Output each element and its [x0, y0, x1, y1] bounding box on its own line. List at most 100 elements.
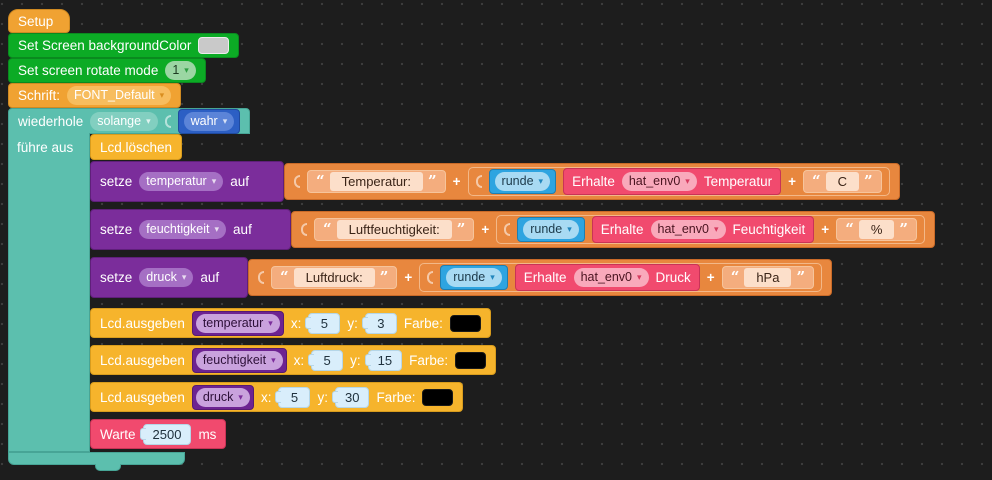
- sensor-read-block[interactable]: Erhalte hat_env0 Druck: [514, 264, 700, 291]
- concat-expression-feuchtigkeit[interactable]: “ Luftfeuchtigkeit: ” + runde Erhalte ha…: [291, 211, 936, 248]
- concat-subexpression[interactable]: runde Erhalte hat_env0 Druck + “ hPa ”: [419, 263, 823, 292]
- string-block[interactable]: “ Luftdruck: ”: [271, 266, 398, 289]
- repeat-while-block[interactable]: wiederhole solange wahr: [8, 108, 251, 134]
- lcd-print-block-druck[interactable]: Lcd.ausgeben druck x: 5 y: 30 Farbe:: [90, 382, 464, 412]
- lcd-clear-block[interactable]: Lcd.löschen: [90, 134, 183, 160]
- plus-operator: +: [404, 270, 413, 285]
- boolean-dropdown[interactable]: wahr: [183, 111, 235, 131]
- background-color-swatch[interactable]: [198, 37, 230, 54]
- variable-dropdown[interactable]: temperatur: [139, 172, 224, 191]
- dropdown-arrow-icon: [146, 114, 151, 129]
- lcd-print-block-temperatur[interactable]: Lcd.ausgeben temperatur x: 5 y: 3 Farbe:: [90, 308, 491, 338]
- wait-block[interactable]: Warte 2500 ms: [90, 419, 227, 449]
- concat-subexpression[interactable]: runde Erhalte hat_env0 Temperatur + “ C …: [467, 167, 890, 196]
- unit-string-block[interactable]: “ C ”: [802, 170, 882, 193]
- repeat-mode-dropdown[interactable]: solange: [90, 111, 158, 131]
- connector-icon: [475, 175, 482, 188]
- x-value-field[interactable]: 5: [311, 349, 344, 371]
- set-variable-block-druck[interactable]: setze druck auf: [90, 257, 248, 298]
- dropdown-arrow-icon: [685, 174, 690, 189]
- string-value[interactable]: Luftdruck:: [293, 268, 375, 287]
- loop-body-spine[interactable]: [8, 133, 90, 452]
- variable-chip[interactable]: temperatur: [191, 310, 284, 336]
- connector-icon: [427, 271, 434, 284]
- variable-chip[interactable]: feuchtigkeit: [191, 347, 287, 373]
- variable-name: druck: [146, 270, 177, 284]
- round-block[interactable]: runde: [488, 169, 557, 194]
- text-color-swatch[interactable]: [422, 388, 454, 406]
- boolean-value: wahr: [190, 113, 218, 128]
- variable-dropdown[interactable]: feuchtigkeit: [195, 350, 283, 370]
- set-rotate-mode-block[interactable]: Set screen rotate mode 1: [8, 58, 206, 83]
- quote-open-icon: “: [811, 172, 821, 190]
- concat-subexpression[interactable]: runde Erhalte hat_env0 Feuchtigkeit + “ …: [496, 215, 926, 244]
- quote-close-icon: ”: [456, 220, 466, 238]
- unit-value[interactable]: %: [858, 220, 895, 239]
- y-value-field[interactable]: 3: [364, 312, 397, 334]
- erhalte-label: Erhalte: [600, 222, 644, 237]
- rotate-mode-label: Set screen rotate mode: [18, 63, 159, 78]
- variable-dropdown[interactable]: temperatur: [195, 313, 280, 333]
- set-variable-block-temperatur[interactable]: setze temperatur auf: [90, 161, 284, 202]
- color-label: Farbe:: [403, 315, 443, 331]
- string-value[interactable]: Luftfeuchtigkeit:: [336, 220, 452, 239]
- string-block[interactable]: “ Luftfeuchtigkeit: ”: [314, 218, 475, 241]
- device-dropdown[interactable]: hat_env0: [650, 220, 726, 239]
- dropdown-arrow-icon: [182, 270, 187, 285]
- wait-value-field[interactable]: 2500: [142, 423, 192, 445]
- set-background-color-block[interactable]: Set Screen backgroundColor: [8, 33, 240, 58]
- sensor-name: Feuchtigkeit: [732, 222, 806, 237]
- round-dropdown[interactable]: runde: [523, 220, 579, 239]
- wait-unit-label: ms: [198, 426, 217, 442]
- variable-dropdown[interactable]: feuchtigkeit: [139, 220, 227, 239]
- y-label: y:: [317, 389, 328, 405]
- dropdown-arrow-icon: [637, 270, 642, 285]
- font-block[interactable]: Schrift: FONT_Default: [8, 83, 182, 108]
- auf-label: auf: [200, 270, 220, 285]
- variable-chip[interactable]: druck: [191, 384, 254, 410]
- string-block[interactable]: “ Temperatur: ”: [307, 170, 446, 193]
- unit-string-block[interactable]: “ hPa ”: [721, 266, 815, 289]
- x-value-field[interactable]: 5: [278, 386, 311, 408]
- loop-body-label: führe aus: [17, 140, 74, 155]
- dropdown-arrow-icon: [567, 222, 572, 237]
- lcd-print-block-feuchtigkeit[interactable]: Lcd.ausgeben feuchtigkeit x: 5 y: 15 Far…: [90, 345, 497, 375]
- lcd-print-label: Lcd.ausgeben: [100, 389, 185, 405]
- variable-dropdown[interactable]: druck: [195, 387, 250, 407]
- round-block[interactable]: runde: [440, 265, 508, 290]
- rotate-mode-dropdown[interactable]: 1: [165, 61, 196, 80]
- y-value-field[interactable]: 15: [367, 349, 403, 371]
- dropdown-arrow-icon: [490, 270, 495, 285]
- dropdown-arrow-icon: [271, 353, 276, 368]
- concat-expression-temperatur[interactable]: “ Temperatur: ” + runde Erhalte hat_env0…: [284, 163, 900, 200]
- string-value[interactable]: Temperatur:: [329, 172, 424, 191]
- lcd-print-label: Lcd.ausgeben: [100, 352, 185, 368]
- round-block[interactable]: runde: [517, 217, 585, 242]
- text-color-swatch[interactable]: [455, 351, 487, 369]
- unit-value[interactable]: C: [825, 172, 860, 191]
- device-dropdown[interactable]: hat_env0: [621, 172, 697, 191]
- round-dropdown[interactable]: runde: [446, 268, 502, 287]
- text-color-swatch[interactable]: [449, 314, 481, 332]
- set-variable-block-feuchtigkeit[interactable]: setze feuchtigkeit auf: [90, 209, 291, 250]
- unit-string-block[interactable]: “ % ”: [836, 218, 918, 241]
- dropdown-arrow-icon: [184, 63, 189, 78]
- font-dropdown[interactable]: FONT_Default: [67, 86, 172, 105]
- boolean-block[interactable]: wahr: [177, 108, 241, 134]
- concat-expression-druck[interactable]: “ Luftdruck: ” + runde Erhalte hat_env0 …: [248, 259, 833, 296]
- sensor-read-block[interactable]: Erhalte hat_env0 Feuchtigkeit: [591, 216, 815, 243]
- erhalte-label: Erhalte: [523, 270, 567, 285]
- variable-name: temperatur: [146, 174, 207, 188]
- setup-hat-block[interactable]: Setup: [8, 9, 70, 33]
- x-value-field[interactable]: 5: [308, 312, 341, 334]
- variable-dropdown[interactable]: druck: [139, 268, 194, 287]
- unit-value[interactable]: hPa: [744, 268, 792, 287]
- y-value-field[interactable]: 30: [334, 386, 370, 408]
- set-background-label: Set Screen backgroundColor: [18, 38, 192, 53]
- round-dropdown[interactable]: runde: [494, 172, 551, 191]
- connector-icon: [258, 271, 264, 284]
- plus-operator: +: [481, 222, 490, 237]
- sensor-read-block[interactable]: Erhalte hat_env0 Temperatur: [563, 168, 782, 195]
- device-dropdown[interactable]: hat_env0: [573, 268, 649, 287]
- dropdown-arrow-icon: [714, 222, 719, 237]
